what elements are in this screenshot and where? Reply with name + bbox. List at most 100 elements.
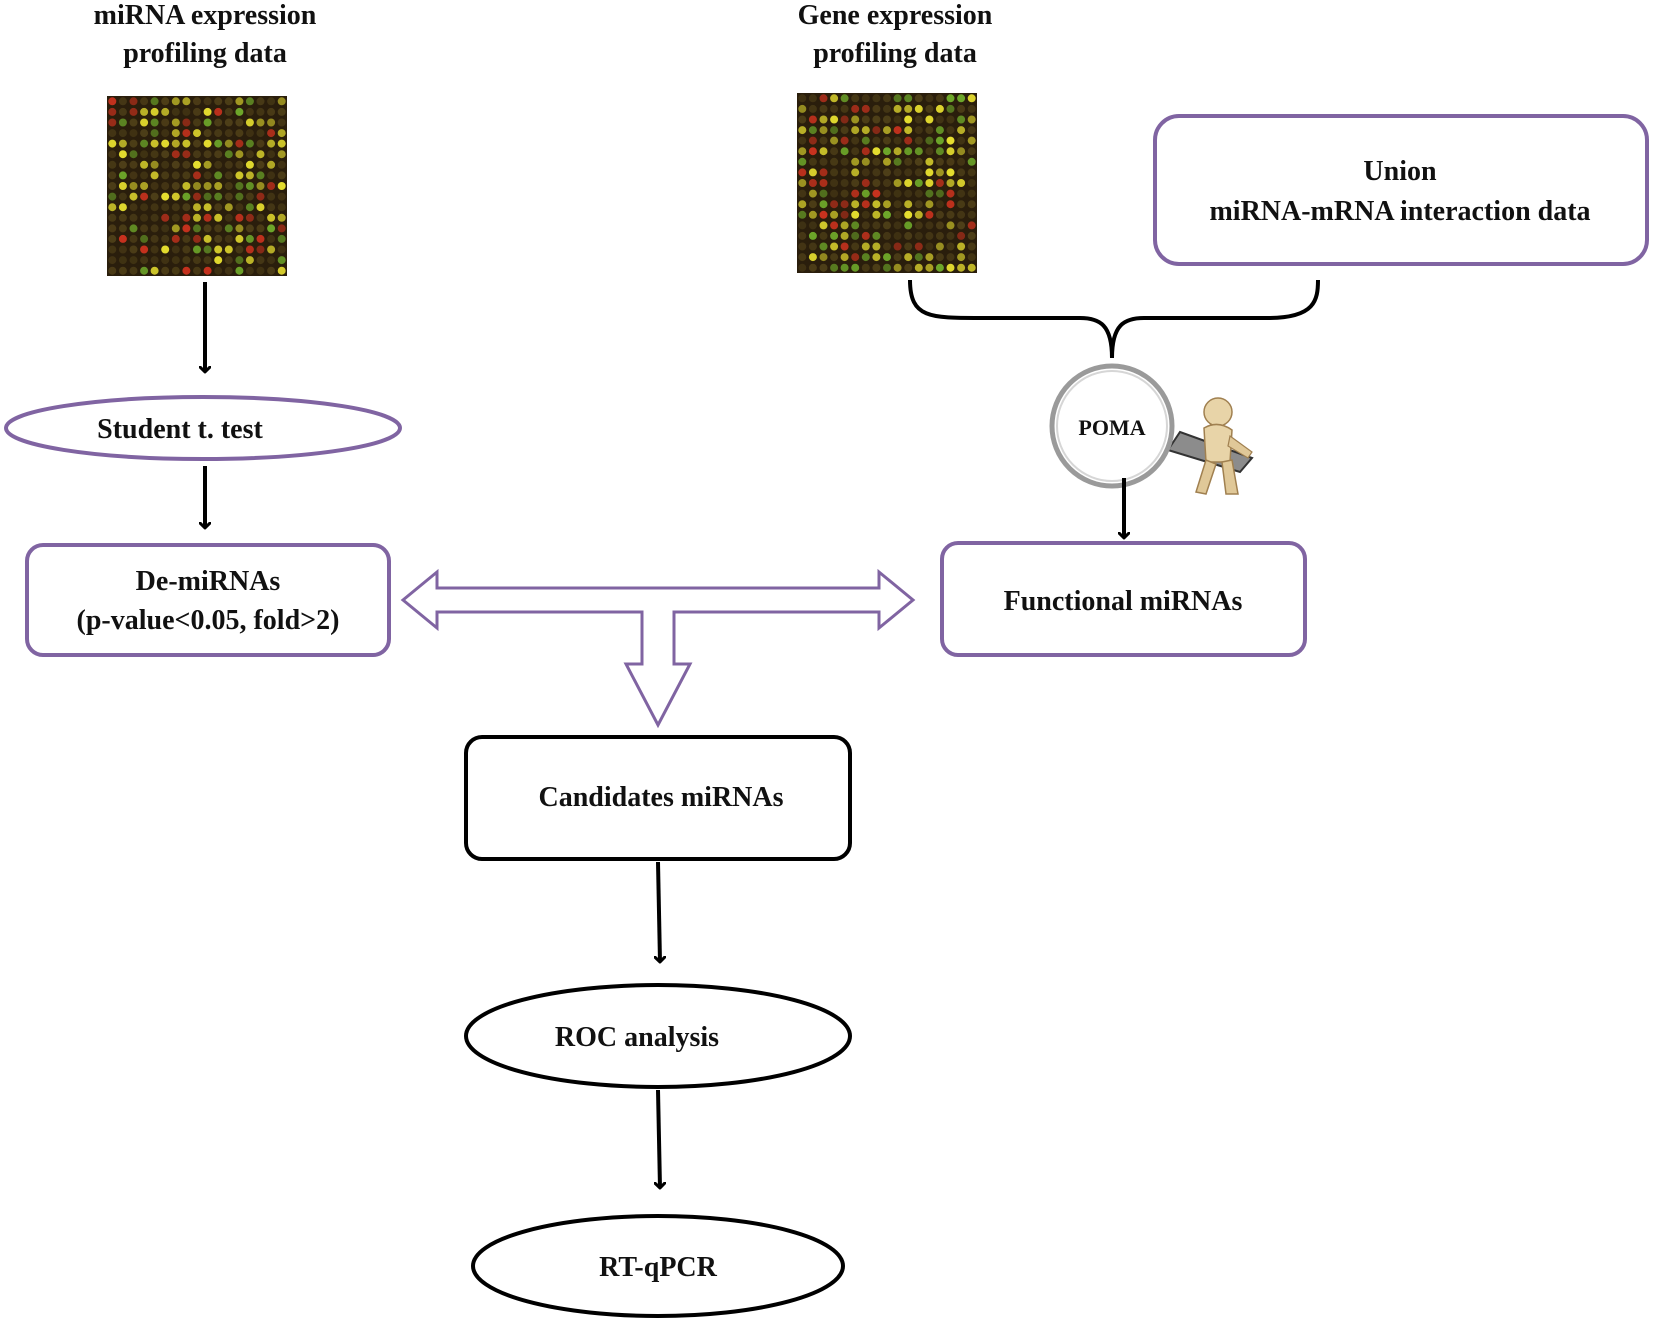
- microarray-spot: [245, 192, 254, 201]
- microarray-spot: [267, 160, 276, 169]
- poma-lens: [1049, 363, 1175, 489]
- microarray-spot: [150, 160, 159, 169]
- microarray-spot: [214, 192, 223, 201]
- microarray-spot: [808, 168, 817, 177]
- microarray-spot: [925, 263, 934, 272]
- microarray-spot: [914, 115, 923, 124]
- microarray-spot: [129, 160, 138, 169]
- microarray-spot: [214, 160, 223, 169]
- microarray-spot: [914, 200, 923, 209]
- microarray-spot: [935, 210, 944, 219]
- microarray-spot: [118, 266, 127, 275]
- microarray-spot: [214, 139, 223, 148]
- microarray-spot: [798, 263, 807, 272]
- microarray-spot: [798, 231, 807, 240]
- microarray-spot: [267, 256, 276, 265]
- microarray-spot: [819, 242, 828, 251]
- microarray-spot: [872, 200, 881, 209]
- microarray-spot: [883, 115, 891, 124]
- microarray-spot: [883, 104, 891, 113]
- microarray-spot: [214, 224, 223, 233]
- microarray-spot: [935, 115, 944, 124]
- microarray-spot: [171, 139, 180, 148]
- microarray-spot: [957, 126, 966, 135]
- microarray-spot: [203, 224, 212, 233]
- microarray-spot: [904, 210, 913, 219]
- microarray-spot: [946, 104, 955, 113]
- microarray-spot: [946, 221, 955, 230]
- microarray-spot: [851, 136, 860, 145]
- microarray-spot: [935, 157, 944, 166]
- microarray-spot: [851, 168, 860, 177]
- microarray-spot: [118, 224, 127, 233]
- microarray-spot: [925, 179, 934, 187]
- microarray-spot: [171, 245, 180, 254]
- microarray-spot: [798, 147, 807, 156]
- microarray-spot: [150, 256, 159, 265]
- microarray-spot: [118, 182, 127, 190]
- microarray-spot: [277, 266, 286, 275]
- microarray-spot: [914, 104, 923, 113]
- microarray-spot: [245, 97, 254, 106]
- microarray-spot: [861, 104, 870, 113]
- microarray-spot: [946, 210, 955, 219]
- microarray-spot: [914, 94, 923, 103]
- microarray-spot: [224, 118, 233, 127]
- microarray-spot: [872, 263, 881, 272]
- microarray-spot: [118, 150, 127, 159]
- microarray-spot: [967, 221, 976, 230]
- microarray-spot: [798, 189, 807, 198]
- microarray-spot: [798, 210, 807, 219]
- microarray-spot: [957, 200, 966, 209]
- microarray-spot: [925, 94, 934, 103]
- microarray-spot: [245, 129, 254, 138]
- microarray-spot: [256, 118, 265, 127]
- microarray-spot: [904, 136, 913, 145]
- microarray-spot: [277, 203, 286, 212]
- microarray-spot: [161, 266, 170, 275]
- microarray-spot: [245, 139, 254, 148]
- microarray-spot: [277, 213, 286, 222]
- microarray-spot: [256, 150, 265, 159]
- microarray-spot: [840, 147, 849, 156]
- microarray-spot: [861, 126, 870, 135]
- microarray-spot: [840, 200, 849, 209]
- microarray-spot: [214, 118, 223, 127]
- microarray-spot: [118, 256, 127, 265]
- microarray-spot: [904, 104, 913, 113]
- microarray-spot: [245, 203, 254, 212]
- microarray-spot: [883, 168, 891, 177]
- microarray-spot: [150, 234, 159, 243]
- microarray-spot: [914, 231, 923, 240]
- microarray-spot: [946, 94, 955, 103]
- microarray-spot: [161, 256, 170, 265]
- microarray-spot: [946, 231, 955, 240]
- microarray-spot: [883, 189, 891, 198]
- microarray-spot: [235, 150, 244, 159]
- microarray-spot: [150, 224, 159, 233]
- microarray-spot: [925, 253, 934, 262]
- microarray-spot: [861, 210, 870, 219]
- microarray-spot: [256, 266, 265, 275]
- microarray-spot: [267, 213, 276, 222]
- microarray-spot: [267, 224, 276, 233]
- microarray-spot: [946, 263, 955, 272]
- microarray-spot: [840, 231, 849, 240]
- microarray-spot: [957, 210, 966, 219]
- microarray-spot: [256, 224, 265, 233]
- microarray-spot: [140, 150, 149, 159]
- microarray-spot: [150, 192, 159, 201]
- microarray-spot: [108, 118, 117, 127]
- microarray-spot: [830, 94, 839, 103]
- microarray-spot: [118, 171, 127, 180]
- microarray-spot: [840, 253, 849, 262]
- microarray-spot: [235, 203, 244, 212]
- microarray-spot: [967, 253, 976, 262]
- microarray-spot: [267, 203, 276, 212]
- microarray-spot: [861, 115, 870, 124]
- microarray-spot: [214, 97, 223, 106]
- microarray-spot: [108, 266, 117, 275]
- microarray-spot: [808, 253, 817, 262]
- microarray-spot: [161, 224, 170, 233]
- mirna-source-title-line1: miRNA expression: [94, 0, 317, 31]
